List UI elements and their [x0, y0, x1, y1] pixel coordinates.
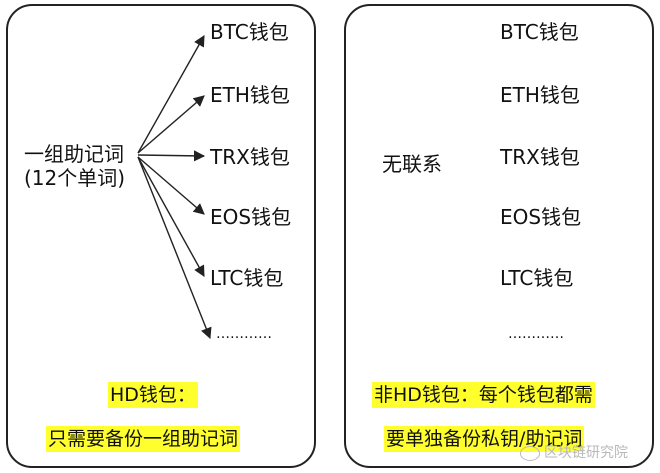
right-wallet-eos: EOS钱包 — [500, 205, 582, 229]
arrow-to-eos — [137, 156, 205, 215]
mnemonic-label: 一组助记词 — [24, 142, 124, 166]
right-wallet-trx: TRX钱包 — [500, 145, 580, 169]
hd-caption-title: HD钱包： — [108, 382, 198, 408]
no-relation-label: 无联系 — [382, 152, 442, 176]
arrow-to-eth — [137, 95, 205, 154]
left-wallet-eos: EOS钱包 — [210, 205, 292, 229]
watermark-text: 区块链研究院 — [544, 445, 628, 461]
right-wallet-more: ………… — [508, 326, 564, 342]
wechat-icon — [520, 445, 540, 461]
hd-caption-body: 只需要备份一组助记词 — [46, 426, 241, 452]
non-hd-caption-body: 要单独备份私钥/助记词 — [384, 426, 585, 452]
arrow-to-ltc — [137, 156, 205, 277]
mnemonic-sublabel: (12个单词) — [24, 166, 126, 190]
left-wallet-btc: BTC钱包 — [210, 20, 289, 44]
left-wallet-eth: ETH钱包 — [210, 83, 290, 107]
non-hd-caption-title: 非HD钱包：每个钱包都需 — [372, 382, 595, 408]
arrow-to-btc — [137, 35, 205, 154]
right-wallet-btc: BTC钱包 — [500, 20, 579, 44]
left-wallet-ltc: LTC钱包 — [210, 266, 284, 290]
arrow-to-trx — [137, 150, 206, 162]
watermark: 区块链研究院 — [520, 442, 628, 462]
right-wallet-ltc: LTC钱包 — [500, 266, 574, 290]
right-wallet-eth: ETH钱包 — [500, 83, 580, 107]
arrow-to-more — [137, 156, 212, 340]
left-wallet-trx: TRX钱包 — [210, 145, 290, 169]
left-wallet-more: ………… — [216, 326, 272, 342]
